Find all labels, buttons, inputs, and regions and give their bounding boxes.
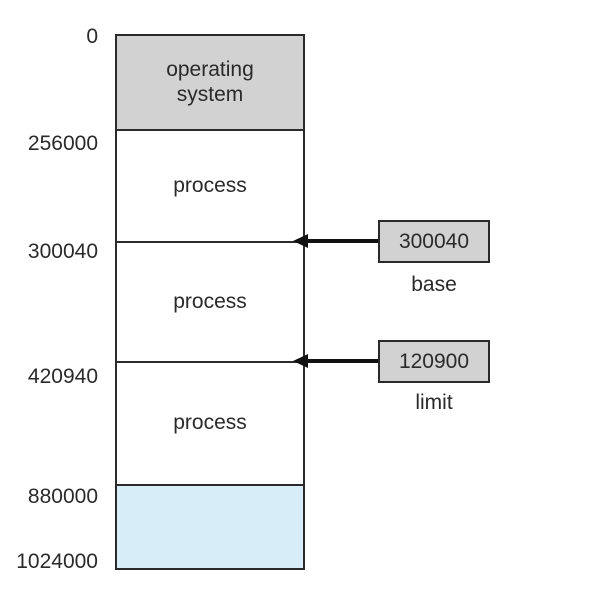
memory-column: operating system process process process: [115, 34, 305, 570]
memory-section-label: process: [173, 411, 247, 435]
memory-section-operating-system: operating system: [117, 36, 303, 131]
limit-register-box: 120900: [378, 340, 490, 383]
limit-register-value: 120900: [398, 349, 470, 373]
limit-arrow: [293, 354, 378, 368]
arrow-left-icon: [293, 354, 308, 368]
address-label-1024000: 1024000: [16, 550, 98, 573]
arrow-left-icon: [293, 234, 308, 248]
address-label-880000: 880000: [27, 485, 98, 508]
memory-section-label: process: [173, 173, 247, 197]
arrow-shaft: [308, 359, 378, 363]
address-label-0: 0: [86, 25, 98, 48]
memory-section-process-1: process: [117, 131, 303, 243]
memory-section-label: process: [173, 289, 247, 313]
memory-section-free-space: [117, 486, 303, 568]
base-register-caption: base: [411, 273, 457, 296]
base-register-box: 300040: [378, 220, 490, 263]
address-label-256000: 256000: [27, 132, 98, 155]
base-arrow: [293, 234, 378, 248]
address-label-300040: 300040: [27, 240, 98, 263]
address-label-420940: 420940: [27, 365, 98, 388]
arrow-shaft: [308, 239, 378, 243]
memory-section-label: operating system: [166, 57, 254, 106]
limit-register-caption: limit: [415, 391, 453, 414]
memory-section-process-3: process: [117, 363, 303, 486]
memory-section-process-2: process: [117, 243, 303, 363]
base-register-value: 300040: [398, 229, 470, 253]
